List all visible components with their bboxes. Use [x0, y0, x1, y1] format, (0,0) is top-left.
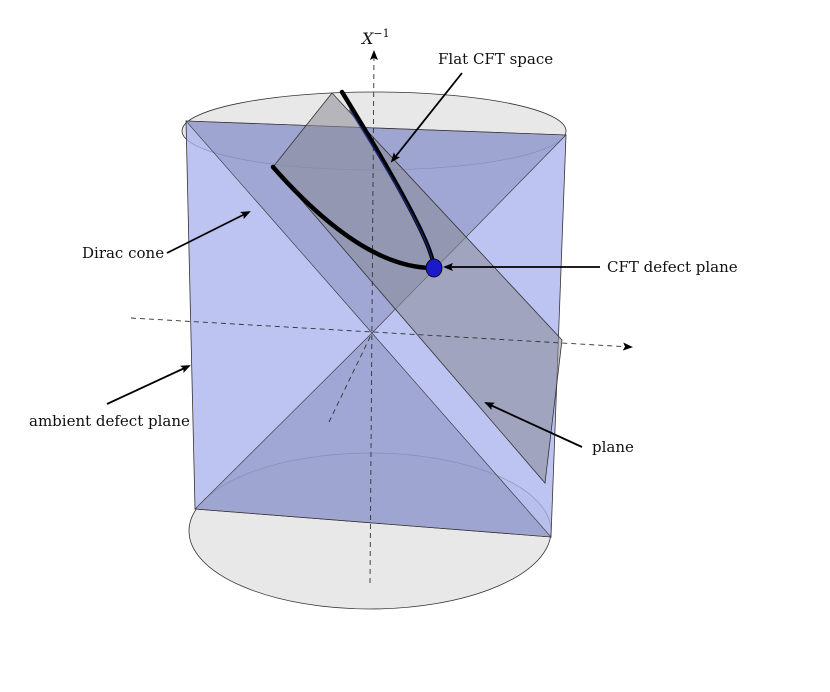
label-flat-cft-space: Flat CFT space [438, 50, 553, 68]
arrow-plane [484, 402, 583, 448]
label-cft-defect-plane: CFT defect plane [607, 258, 738, 276]
label-dirac-cone: Dirac cone [82, 244, 164, 262]
cft-defect-point [425, 258, 443, 278]
label-plane: plane [592, 438, 634, 456]
tilted-plane-shape [272, 92, 563, 484]
arrow-flat-cft-space [390, 72, 463, 163]
arrow-ambient-defect-plane [106, 365, 191, 405]
depth-axis [328, 332, 373, 423]
vertical-axis-label: X−1 [360, 27, 390, 48]
horizontal-axis [130, 317, 633, 351]
label-ambient-defect-plane: ambient defect plane [29, 412, 190, 430]
dirac-cone-lower [194, 332, 552, 538]
arrow-dirac-cone [166, 211, 251, 254]
